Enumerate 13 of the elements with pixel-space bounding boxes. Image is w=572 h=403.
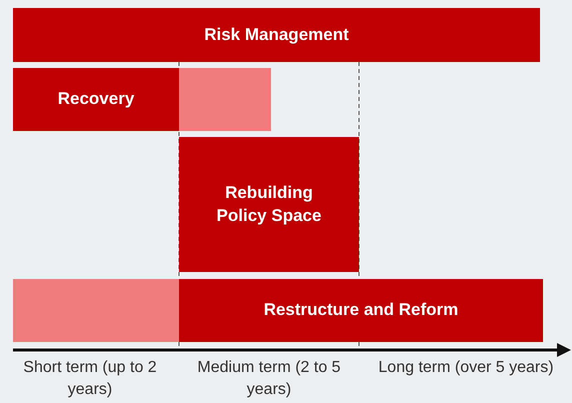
timeline-bar [13, 8, 540, 62]
extension-bar [13, 279, 179, 342]
bar-label: Restructure and Reform [264, 299, 458, 322]
extension-bar [179, 68, 271, 131]
bar-label: Recovery [58, 88, 134, 110]
axis-label: Short term (up to 2 years) [22, 358, 158, 400]
axis-label: Medium term (2 to 5 years) [196, 358, 342, 400]
bar-label: Rebuilding Policy Space [216, 182, 322, 226]
timeline-bar [179, 279, 543, 342]
timeline-bar [13, 68, 179, 131]
timeline-block [179, 137, 359, 272]
axis-label: Long term (over 5 years) [377, 358, 555, 378]
bar-label: Risk Management [204, 24, 349, 46]
